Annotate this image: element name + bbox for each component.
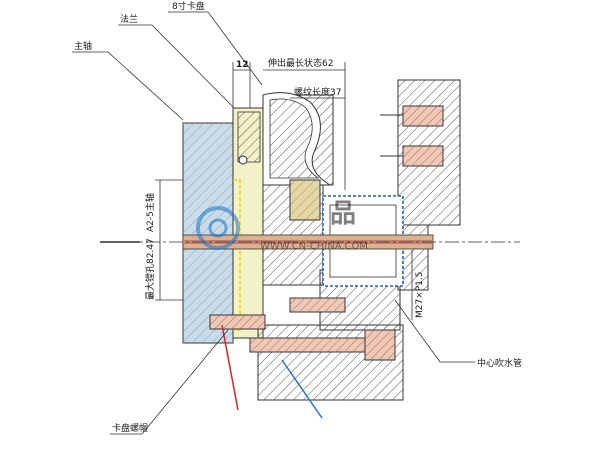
- label-center-water-pipe: 中心吹水管: [477, 357, 522, 369]
- chuck-jaw-block: [380, 79, 461, 291]
- label-max-bore: 最大镗孔82.47: [144, 238, 156, 300]
- red-indicator-line: [221, 324, 239, 411]
- label-max-extension: 伸出最长状态62: [268, 57, 333, 69]
- label-dim-12: 12: [236, 60, 249, 70]
- label-chuck-8in: 8寸卡盘: [172, 0, 205, 12]
- center-water-pipe: [100, 234, 520, 250]
- leader-lines: [72, 11, 475, 435]
- dimensions: [155, 62, 413, 320]
- label-thread-spec: M27×P1.5: [415, 272, 425, 319]
- label-chuck-bolt: 卡盘螺帽: [112, 422, 148, 434]
- label-spindle-type: A2-5主轴: [144, 193, 156, 232]
- chuck-bolts: [209, 297, 396, 361]
- blue-indicator-line: [281, 359, 323, 419]
- watermark: 品 WWW.CN-CHINA.COM: [196, 199, 368, 252]
- label-thread-length: 螺纹长度37: [294, 86, 341, 98]
- label-flange: 法兰: [120, 13, 138, 25]
- watermark-text: 品: [330, 199, 356, 229]
- watermark-url: WWW.CN-CHINA.COM: [260, 241, 368, 252]
- label-spindle: 主轴: [74, 40, 92, 52]
